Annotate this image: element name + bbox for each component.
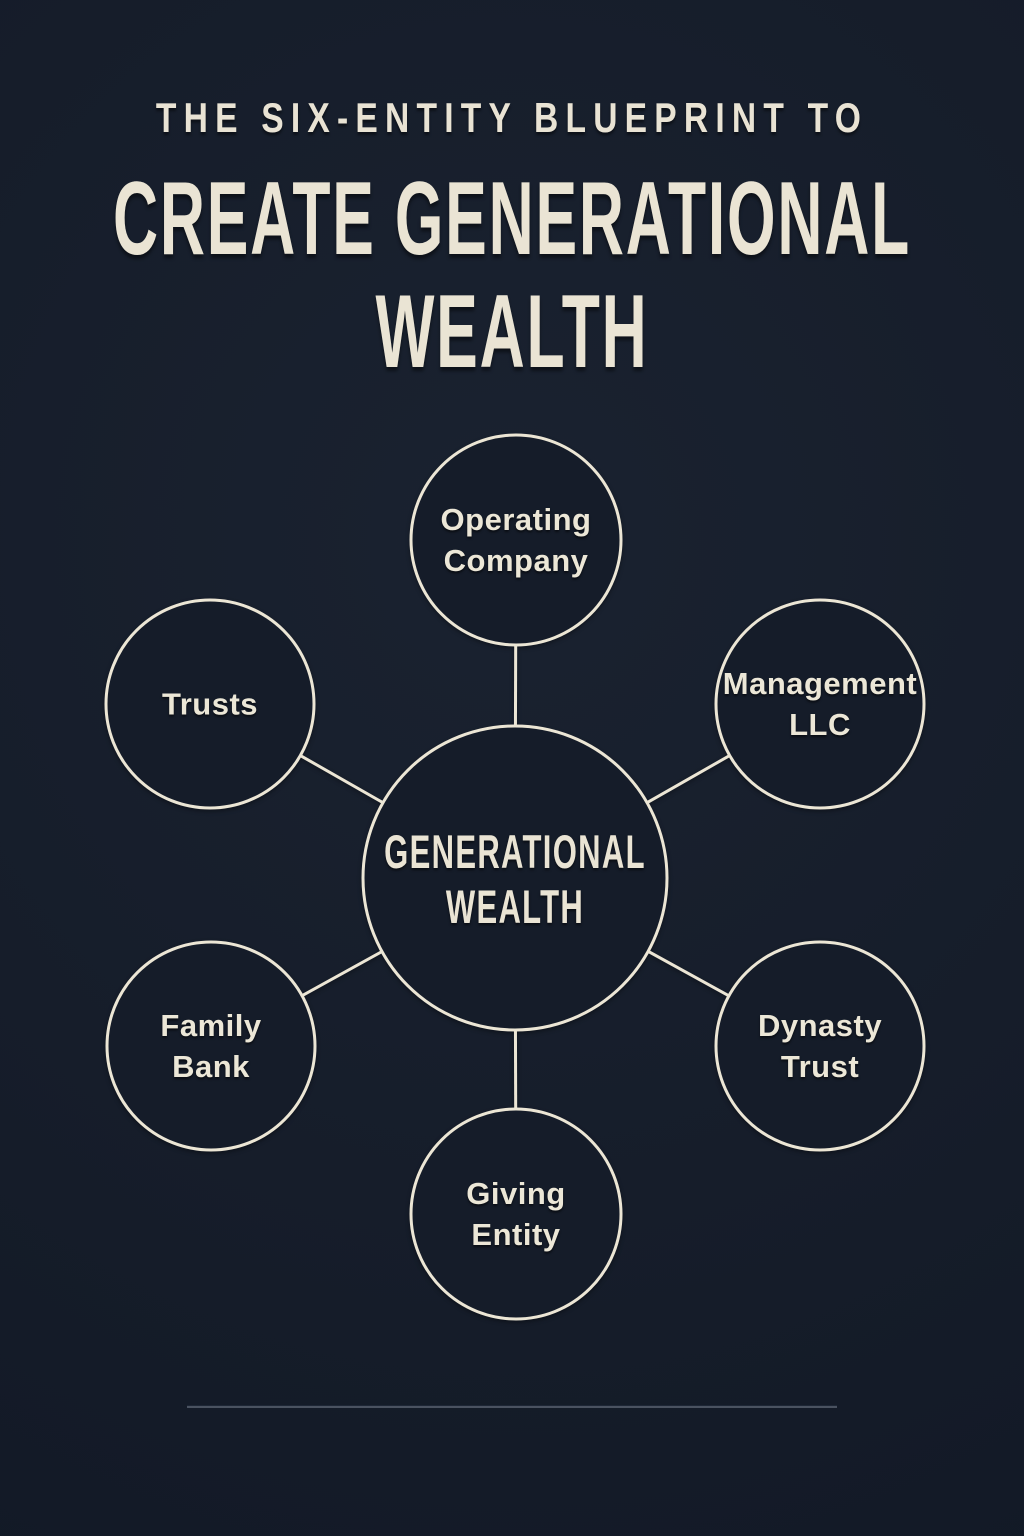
node-label-dynasty-trust: Dynasty Trust <box>757 1008 883 1084</box>
node-circle-operating-company <box>409 433 623 647</box>
hub-label-text: GENERATIONAL WEALTH <box>384 825 646 933</box>
page-title: CREATE GENERATIONAL WEALTH <box>112 161 912 390</box>
node-label-family-bank: Family Bank <box>160 1008 262 1084</box>
footer-divider <box>187 1406 837 1408</box>
node-label-giving-entity: Giving Entity <box>466 1176 566 1252</box>
node-label-management-llc: Management LLC <box>722 666 918 742</box>
node-circle-giving-entity <box>409 1107 623 1321</box>
node-circle-trusts <box>104 598 316 810</box>
node-circle-dynasty-trust <box>714 940 926 1152</box>
node-circle-family-bank <box>105 940 317 1152</box>
hub-circle-generational-wealth <box>361 724 669 1032</box>
node-label-trusts: Trusts <box>161 686 259 722</box>
node-circle-management-llc <box>714 598 926 810</box>
hub-label: GENERATIONAL WEALTH <box>317 824 714 934</box>
node-label-operating-company: Operating Company <box>440 502 592 578</box>
kicker-title: THE SIX-ENTITY BLUEPRINT TO <box>155 94 869 141</box>
